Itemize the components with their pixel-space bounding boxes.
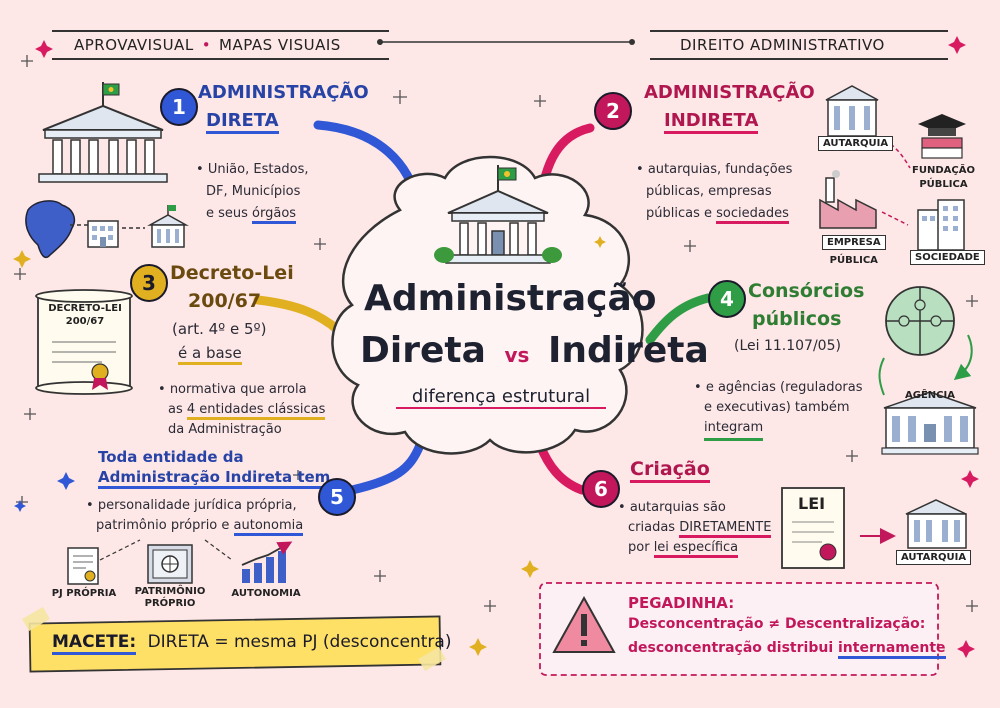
header-topic: DIREITO ADMINISTRATIVO — [680, 36, 885, 54]
government-building-icon — [38, 82, 168, 183]
graduation-cap-icon — [918, 114, 966, 159]
badge-1: 1 — [160, 88, 198, 126]
n5-bullet-2: patrimônio próprio e autonomia — [96, 516, 304, 536]
n3-article: (art. 4º e 5º) — [172, 320, 267, 338]
n3-title-2: 200/67 — [188, 290, 262, 312]
n5-bullet-1: • personalidade jurídica própria, — [86, 498, 297, 513]
central-building-icon — [434, 165, 562, 264]
label-pj-propria: PJ PRÓPRIA — [51, 588, 117, 599]
label-autonomia: AUTONOMIA — [231, 588, 301, 599]
n6-bullet-2: criadas DIRETAMENTE — [628, 518, 772, 538]
center-subtitle: diferença estrutural — [396, 386, 606, 409]
center-title-line2: Direta vs Indireta — [360, 330, 709, 371]
macete-box — [28, 615, 442, 673]
agency-label: AGÊNCIA — [905, 390, 955, 401]
sparkle-decorations — [14, 55, 978, 612]
badge-5: 5 — [318, 478, 356, 516]
n1-bullet-2: DF, Municípios — [206, 184, 301, 199]
n4-bullet-2: e executivas) também — [704, 400, 850, 415]
small-building-icon — [87, 220, 119, 248]
puzzle-icon — [885, 286, 955, 356]
n2-title-2: INDIRETA — [664, 110, 759, 134]
n6-bullet-3: por lei específica — [628, 538, 739, 558]
law-document-icon — [781, 487, 845, 569]
central-cloud — [331, 155, 644, 455]
n3-bullet-3: da Administração — [168, 422, 282, 437]
n1-bullet-3: e seus órgãos — [206, 204, 297, 224]
label-autarquia-2: AUTARQUIA — [896, 550, 972, 565]
n3-bullet-1: • normativa que arrola — [158, 382, 307, 397]
n1-title-2: DIRETA — [206, 110, 279, 134]
n4-bullet-3: integram — [704, 418, 764, 441]
label-sociedade: SOCIEDADE — [910, 250, 985, 265]
factory-icon — [819, 170, 877, 229]
n6-title: Criação — [630, 458, 710, 483]
n2-title-1: ADMINISTRAÇÃO — [644, 82, 815, 103]
n2-bullet-2: públicas, empresas — [646, 184, 772, 199]
n4-title-2: públicos — [752, 308, 842, 330]
n3-base: é a base — [178, 344, 242, 365]
pegadinha-line-2: desconcentração distribui internamente — [628, 640, 946, 659]
pegadinha-box — [539, 582, 939, 676]
badge-2: 2 — [594, 92, 632, 130]
n6-bullet-1: • autarquias são — [618, 500, 726, 515]
n1-title-1: ADMINISTRAÇÃO — [198, 82, 369, 103]
branch-4 — [645, 293, 713, 345]
document-icon — [67, 547, 99, 585]
badge-3: 3 — [130, 264, 168, 302]
macete-text: MACETE: DIRETA = mesma PJ (desconcentra) — [52, 632, 452, 655]
pegadinha-line-1: Desconcentração ≠ Descentralização: — [628, 616, 926, 632]
safe-icon — [147, 544, 193, 584]
header-brand: APROVAVISUAL — [74, 36, 194, 54]
n2-bullet-1: • autarquias, fundações — [636, 162, 793, 177]
n2-bullet-3: públicas e sociedades — [646, 204, 789, 224]
branch-3 — [253, 295, 343, 335]
n1-bullet-1: • União, Estados, — [196, 162, 309, 177]
center-vs: vs — [504, 343, 530, 367]
small-building-icon-2 — [147, 205, 189, 248]
header-subtitle: MAPAS VISUAIS — [219, 36, 341, 54]
n3-bullet-2: as 4 entidades clássicas — [168, 400, 326, 420]
label-autarquia: AUTARQUIA — [818, 136, 894, 151]
n4-law: (Lei 11.107/05) — [734, 338, 841, 354]
branch-5 — [347, 440, 425, 495]
n5-title-2: Administração Indireta tem — [98, 468, 331, 489]
pegadinha-title: PEGADINHA: — [628, 594, 735, 612]
branch-6 — [535, 440, 587, 495]
autarquia-building-icon — [825, 85, 879, 137]
n4-title-1: Consórcios — [748, 280, 865, 302]
autarquia-building-icon-2 — [905, 499, 967, 549]
center-indireta: Indireta — [547, 330, 709, 371]
warning-icon — [552, 595, 616, 653]
header-right: DIREITO ADMINISTRATIVO — [650, 30, 948, 60]
n5-title-1: Toda entidade da — [98, 448, 244, 466]
growth-chart-icon — [241, 541, 293, 583]
header-left: APROVAVISUAL • MAPAS VISUAIS — [52, 30, 389, 60]
law-label: LEI — [798, 494, 826, 513]
brazil-map-icon — [25, 200, 76, 259]
n4-bullet-1: • e agências (reguladoras — [694, 380, 863, 395]
macete-label: MACETE: — [52, 632, 137, 655]
office-building-icon — [917, 199, 965, 251]
decree-scroll-icon — [35, 289, 133, 395]
agency-building-icon — [881, 391, 979, 455]
badge-6: 6 — [582, 470, 620, 508]
header-dot: • — [201, 36, 212, 54]
badge-4: 4 — [708, 280, 746, 318]
macete-body: DIRETA = mesma PJ (desconcentra) — [147, 632, 452, 652]
center-direta: Direta — [360, 330, 486, 371]
center-title-line1: Administração — [364, 278, 657, 319]
n3-title-1: Decreto-Lei — [170, 262, 294, 284]
